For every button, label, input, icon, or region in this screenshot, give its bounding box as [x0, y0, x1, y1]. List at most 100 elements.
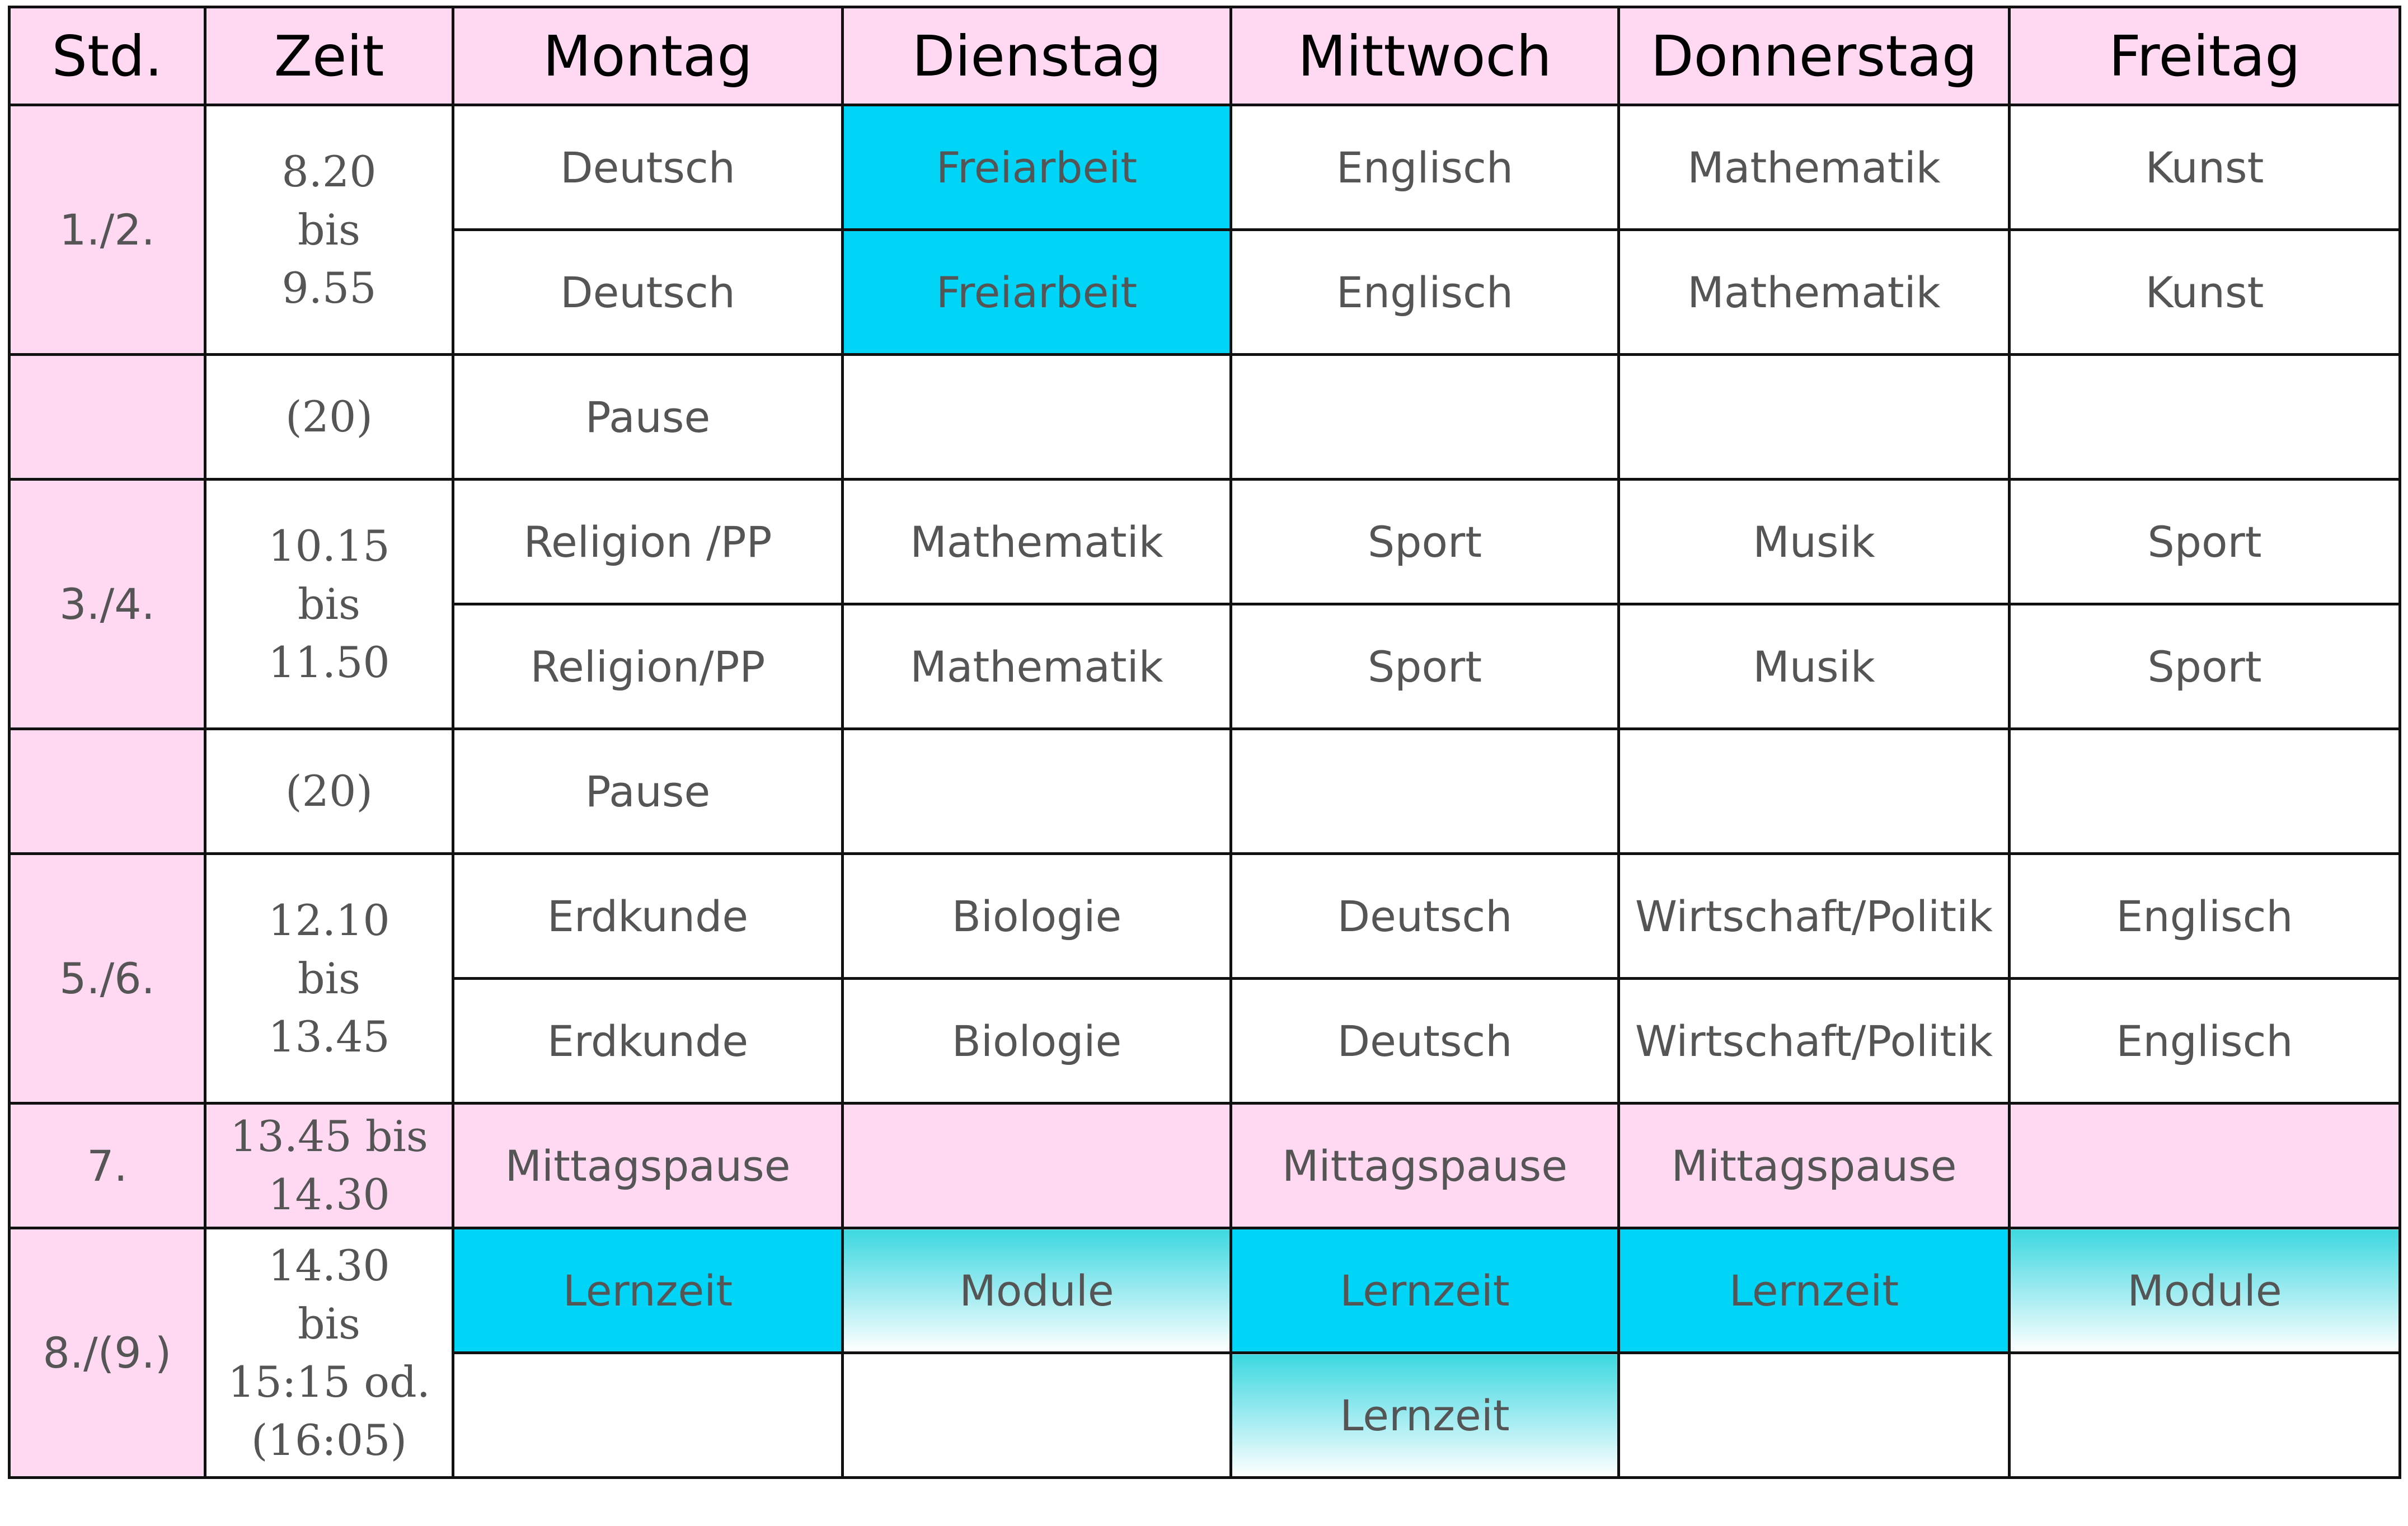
header-row: Std. Zeit Montag Dienstag Mittwoch Donne… — [8, 6, 2401, 106]
lesson-cell: Lernzeit — [1617, 1227, 2011, 1354]
period-label: 1./2. — [8, 104, 206, 356]
time-cell: 10.15 bis 11.50 — [204, 478, 454, 730]
lesson-cell: Kunst — [2008, 104, 2401, 231]
lesson-cell: Sport — [2008, 603, 2401, 730]
table-row: 5./6. 12.10 bis 13.45 Erdkunde Biologie … — [8, 852, 2401, 1105]
table-row: 8./(9.) 14.30 bis 15:15 od. (16:05) Lern… — [8, 1227, 2401, 1479]
lesson-cell — [2008, 353, 2401, 481]
lesson-cell: Mathematik — [841, 603, 1232, 730]
lesson-cell: Englisch — [1229, 228, 1620, 356]
lesson-cell: Englisch — [2008, 852, 2401, 980]
time-line: bis — [298, 579, 360, 629]
period-label: 7. — [8, 1102, 206, 1229]
time-line: 13.45 bis — [230, 1111, 428, 1161]
time-line: (16:05) — [251, 1415, 407, 1465]
header-donnerstag: Donnerstag — [1617, 6, 2011, 106]
lesson-cell: Mittagspause — [1229, 1102, 1620, 1229]
lesson-cell — [1617, 1351, 2011, 1479]
time-line: 9.55 — [281, 262, 377, 313]
lesson-cell: Deutsch — [1229, 852, 1620, 980]
lesson-cell: Sport — [1229, 478, 1620, 605]
lesson-cell: Mathematik — [1617, 228, 2011, 356]
table-row: 3./4. 10.15 bis 11.50 Religion /PP Mathe… — [8, 478, 2401, 730]
timetable: Std. Zeit Montag Dienstag Mittwoch Donne… — [8, 6, 2401, 1479]
time-line: 13.45 — [268, 1011, 390, 1062]
lesson-cell: Freiarbeit — [841, 104, 1232, 231]
time-line: 14.30 — [268, 1170, 390, 1219]
lesson-cell: Biologie — [841, 852, 1232, 980]
lesson-cell: Mathematik — [1617, 104, 2011, 231]
period-label — [8, 727, 206, 855]
lesson-cell: Musik — [1617, 603, 2011, 730]
time-cell: 13.45 bis 14.30 — [204, 1102, 454, 1229]
lesson-cell: Wirtschaft/Politik — [1617, 977, 2011, 1105]
header-montag: Montag — [452, 6, 844, 106]
lesson-cell: Deutsch — [452, 228, 844, 356]
lesson-cell: Musik — [1617, 478, 2011, 605]
lesson-cell: Sport — [2008, 478, 2401, 605]
time-cell: (20) — [204, 353, 454, 481]
header-std: Std. — [8, 6, 206, 106]
time-line: 14.30 — [268, 1240, 390, 1290]
lesson-cell — [452, 1351, 844, 1479]
lesson-cell: Pause — [452, 353, 844, 481]
lesson-cell: Erdkunde — [452, 977, 844, 1105]
time-line: 10.15 — [268, 520, 390, 571]
lesson-cell: Biologie — [841, 977, 1232, 1105]
time-line: 15:15 od. — [228, 1356, 430, 1407]
lesson-cell — [1617, 353, 2011, 481]
lesson-cell: Religion/PP — [452, 603, 844, 730]
lesson-cell — [841, 353, 1232, 481]
table-row: Lernzeit — [10, 1351, 2401, 1479]
lesson-cell — [1229, 353, 1620, 481]
time-line: bis — [298, 1298, 360, 1349]
lesson-cell: Freiarbeit — [841, 228, 1232, 356]
lesson-cell: Erdkunde — [452, 852, 844, 980]
time-line: bis — [298, 204, 360, 255]
time-cell: 12.10 bis 13.45 — [204, 852, 454, 1105]
period-label: 5./6. — [8, 852, 206, 1105]
lesson-cell — [2008, 1351, 2401, 1479]
lesson-cell — [841, 727, 1232, 855]
table-row: Deutsch Freiarbeit Englisch Mathematik K… — [10, 228, 2401, 356]
period-label: 3./4. — [8, 478, 206, 730]
lesson-cell: Kunst — [2008, 228, 2401, 356]
lesson-cell — [1229, 727, 1620, 855]
table-row: 1./2. 8.20 bis 9.55 Deutsch Freiarbeit E… — [8, 104, 2401, 356]
time-line: 12.10 — [268, 895, 390, 945]
table-row: (20) Pause — [8, 353, 2401, 481]
time-cell: (20) — [204, 727, 454, 855]
period-label: 8./(9.) — [8, 1227, 206, 1479]
lesson-cell: Lernzeit — [1229, 1351, 1620, 1479]
lesson-cell: Englisch — [1229, 104, 1620, 231]
lesson-cell: Wirtschaft/Politik — [1617, 852, 2011, 980]
lesson-cell — [2008, 1102, 2401, 1229]
time-cell: 8.20 bis 9.55 — [204, 104, 454, 356]
header-dienstag: Dienstag — [841, 6, 1232, 106]
lesson-cell — [1617, 727, 2011, 855]
table-row: (20) Pause — [8, 727, 2401, 855]
time-cell: 14.30 bis 15:15 od. (16:05) — [204, 1227, 454, 1479]
lesson-cell — [841, 1102, 1232, 1229]
header-zeit: Zeit — [204, 6, 454, 106]
header-freitag: Freitag — [2008, 6, 2401, 106]
lesson-cell: Mittagspause — [452, 1102, 844, 1229]
lesson-cell: Mittagspause — [1617, 1102, 2011, 1229]
lesson-cell: Deutsch — [1229, 977, 1620, 1105]
lesson-cell — [2008, 727, 2401, 855]
table-row: Erdkunde Biologie Deutsch Wirtschaft/Pol… — [10, 977, 2401, 1105]
lesson-cell: Lernzeit — [452, 1227, 844, 1354]
lesson-cell: Lernzeit — [1229, 1227, 1620, 1354]
time-line: 11.50 — [268, 637, 390, 687]
lesson-cell: Deutsch — [452, 104, 844, 231]
header-mittwoch: Mittwoch — [1229, 6, 1620, 106]
lesson-cell: Module — [841, 1227, 1232, 1354]
lesson-cell: Religion /PP — [452, 478, 844, 605]
lesson-cell — [841, 1351, 1232, 1479]
time-line: bis — [298, 953, 360, 1003]
lesson-cell: Pause — [452, 727, 844, 855]
table-row: 7. 13.45 bis 14.30 Mittagspause Mittagsp… — [8, 1102, 2401, 1229]
lesson-cell: Module — [2008, 1227, 2401, 1354]
period-label — [8, 353, 206, 481]
time-line: 8.20 — [281, 146, 377, 196]
